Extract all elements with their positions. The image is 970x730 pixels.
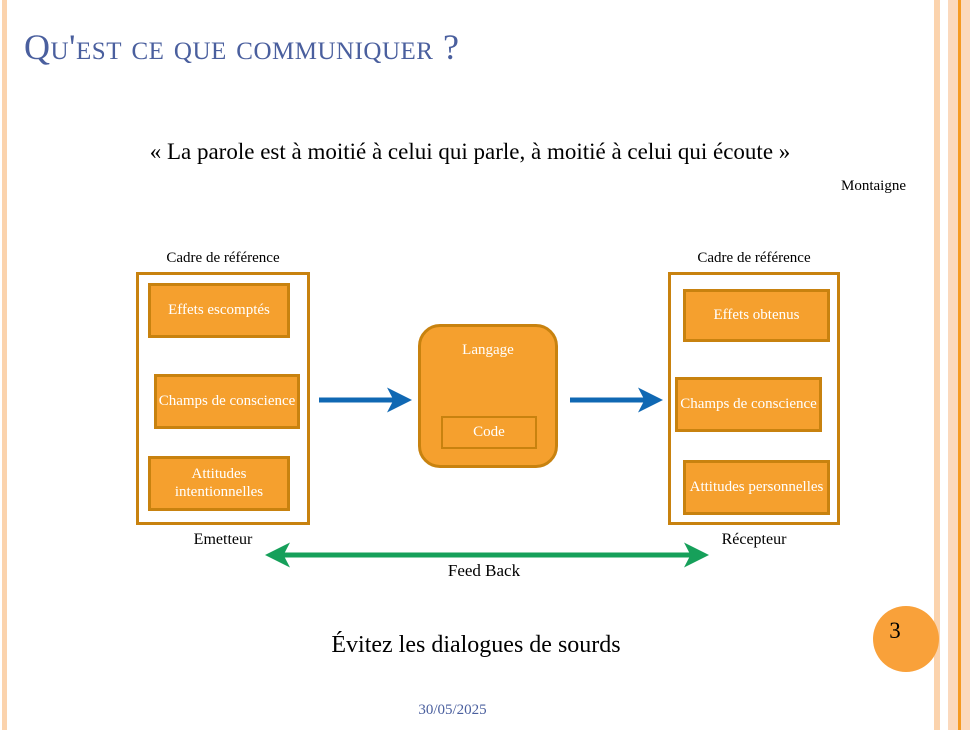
page-number-text: 3: [889, 618, 901, 643]
quote-author: Montaigne: [841, 178, 906, 194]
right-edge-thin-stripe: [934, 0, 940, 730]
sender-frame-label: Cadre de référence: [166, 250, 280, 266]
sender-role-label: Emetteur: [193, 531, 253, 548]
footer-date: 30/05/2025: [418, 702, 487, 718]
footer-message: Évitez les dialogues de sourds: [331, 632, 621, 658]
receiver-frame-label: Cadre de référence: [697, 250, 811, 266]
sender-box-attitudes-intentionnelles: Attitudes intentionnelles: [148, 456, 290, 511]
right-edge-accent-line: [958, 0, 961, 730]
receiver-box-champs-de-conscience: Champs de conscience: [675, 377, 822, 432]
receiver-box-attitudes-personnelles: Attitudes personnelles: [683, 460, 830, 515]
sender-box-effets-escomptes: Effets escomptés: [148, 283, 290, 338]
receiver-role-label: Récepteur: [721, 531, 787, 548]
quote-text: « La parole est à moitié à celui qui par…: [149, 139, 791, 164]
page-number-badge: [873, 606, 939, 672]
channel-code-box: Code: [441, 416, 537, 449]
sender-box-champs-de-conscience: Champs de conscience: [154, 374, 300, 429]
feedback-label: Feed Back: [447, 561, 521, 580]
slide-title: Qu'est ce que communiquer ?: [24, 27, 460, 67]
receiver-box-effets-obtenus: Effets obtenus: [683, 289, 830, 342]
channel-langage-label: Langage: [462, 342, 514, 358]
left-edge-stripe: [2, 0, 7, 730]
